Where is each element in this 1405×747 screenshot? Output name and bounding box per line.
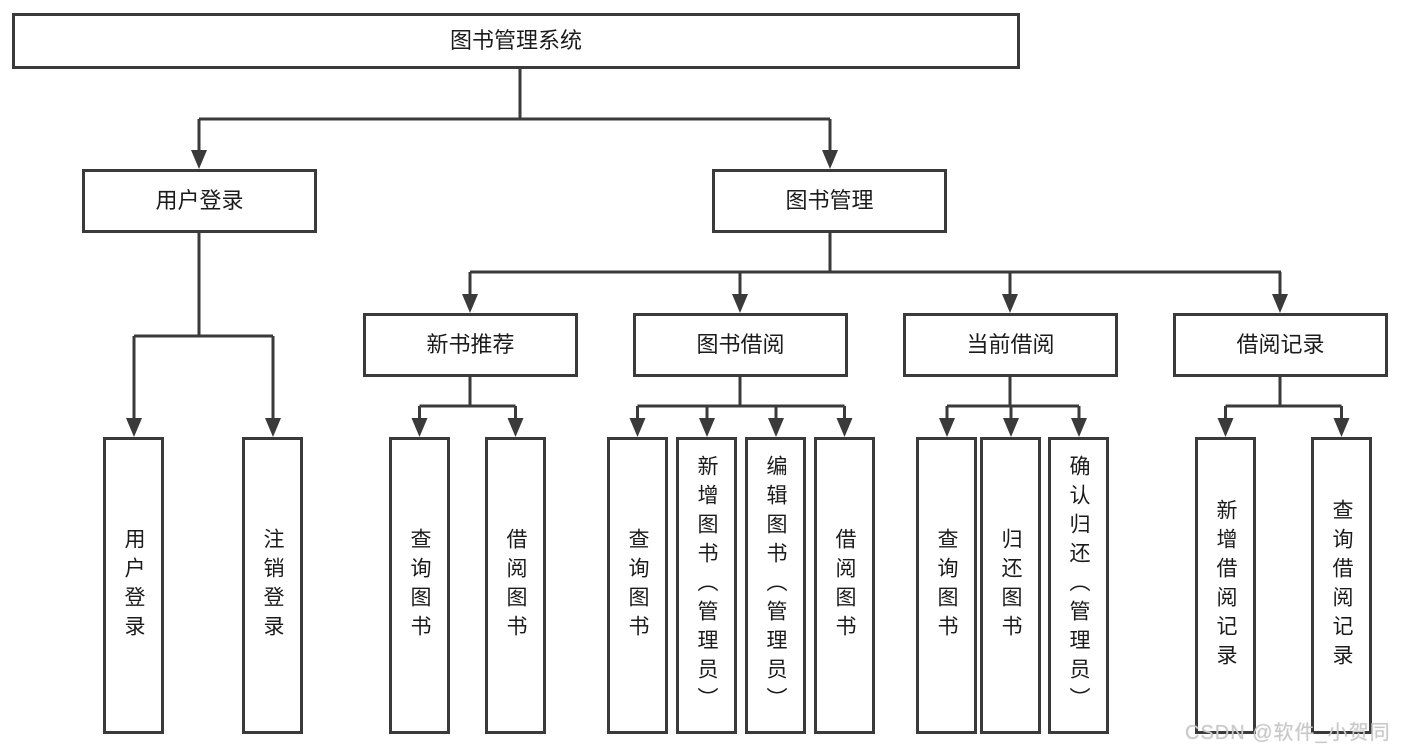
leaf-query-books-2: 查询图书	[607, 437, 668, 734]
node-library-system: 图书管理系统	[12, 13, 1020, 69]
edge-userlogin-to-leaves	[132, 231, 275, 420]
node-book-management: 图书管理	[712, 169, 947, 233]
node-current-borrowing: 当前借阅	[903, 313, 1118, 377]
leaf-query-borrow-record: 查询借阅记录	[1311, 437, 1372, 734]
edge-borrow-to-leaves	[636, 375, 846, 420]
edge-newbook-to-leaves	[418, 375, 517, 420]
leaf-confirm-return-admin: 确认归还（管理员）	[1048, 437, 1109, 734]
node-book-borrowing: 图书借阅	[633, 313, 848, 377]
node-user-login: 用户登录	[82, 169, 317, 233]
leaf-query-books-3: 查询图书	[916, 437, 977, 734]
leaf-return-book: 归还图书	[980, 437, 1041, 734]
leaf-borrow-books-1: 借阅图书	[485, 437, 546, 734]
edge-root-to-level2	[197, 67, 832, 152]
leaf-logout: 注销登录	[242, 437, 303, 734]
leaf-user-login: 用户登录	[103, 437, 164, 734]
arrowheads	[126, 150, 1350, 437]
leaf-borrow-books-2: 借阅图书	[814, 437, 875, 734]
edge-current-to-leaves	[945, 375, 1081, 420]
edge-records-to-leaves	[1224, 375, 1343, 420]
leaf-query-books-1: 查询图书	[389, 437, 450, 734]
leaf-add-book-admin: 新增图书（管理员）	[676, 437, 737, 734]
node-new-book-recommend: 新书推荐	[363, 313, 578, 377]
node-borrowing-records: 借阅记录	[1173, 313, 1388, 377]
csdn-watermark: CSDN @软件_小贺同学	[1185, 722, 1391, 744]
edge-bookmgmt-to-level3	[468, 231, 1282, 296]
leaf-edit-book-admin: 编辑图书（管理员）	[745, 437, 806, 734]
leaf-add-borrow-record: 新增借阅记录	[1195, 437, 1256, 734]
